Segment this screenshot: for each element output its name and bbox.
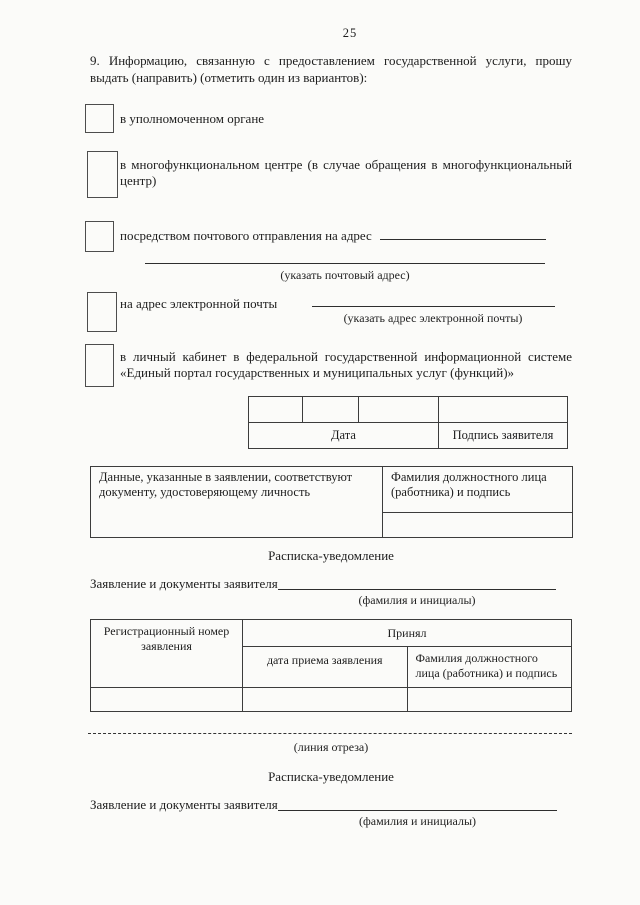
- cut-line: [88, 733, 572, 734]
- applicant-name-caption-1: (фамилия и инициалы): [358, 593, 476, 607]
- receipt-title-2: Расписка-уведомление: [268, 769, 394, 784]
- applicant-name-caption-2: (фамилия и инициалы): [358, 814, 477, 828]
- official-sign-header: Фамилия должностного лица (работника) и …: [406, 646, 572, 688]
- verification-statement: Данные, указанные в заявлении, соответст…: [90, 466, 383, 538]
- applicant-name-field-2[interactable]: [278, 798, 557, 811]
- email-address-field[interactable]: [312, 294, 555, 307]
- official-name-header: Фамилия должностного лица (работника) и …: [382, 466, 573, 513]
- checkbox-portal[interactable]: [85, 344, 114, 387]
- page-number: 25: [342, 26, 358, 40]
- accept-date-header: дата приема заявления: [242, 646, 408, 688]
- date-month-cell[interactable]: [302, 396, 359, 423]
- signature-entry-cell[interactable]: [438, 396, 568, 423]
- registration-table: Регистрационный номер заявления Принял д…: [90, 619, 572, 712]
- official-sign-cell[interactable]: [406, 687, 572, 712]
- cut-line-caption: (линия отреза): [293, 740, 369, 754]
- option-email-label: на адрес электронной почты: [120, 296, 278, 311]
- checkbox-mfc[interactable]: [87, 151, 118, 198]
- reg-number-header: Регистрационный номер заявления: [90, 619, 243, 688]
- postal-address-caption: (указать почтовый адрес): [280, 268, 410, 282]
- date-year-cell[interactable]: [358, 396, 439, 423]
- option-postal-label: посредством почтового отправления на адр…: [120, 228, 372, 243]
- date-label: Дата: [248, 422, 439, 449]
- application-docs-label-1: Заявление и документы заявителя: [90, 576, 278, 591]
- item9-text: 9. Информацию, связанную с предоставлени…: [90, 53, 572, 85]
- postal-address-field[interactable]: [379, 227, 546, 240]
- signature-label: Подпись заявителя: [438, 422, 568, 449]
- option-authorized-body-label: в уполномоченном органе: [120, 111, 265, 126]
- verification-table: Данные, указанные в заявлении, соответст…: [90, 466, 573, 538]
- checkbox-authorized-body[interactable]: [85, 104, 114, 133]
- date-signature-table: Дата Подпись заявителя: [248, 396, 568, 449]
- option-portal-label: в личный кабинет в федеральной государст…: [120, 349, 572, 380]
- application-docs-label-2: Заявление и документы заявителя: [90, 797, 278, 812]
- accepted-header: Принял: [242, 619, 572, 647]
- applicant-name-field-1[interactable]: [278, 577, 556, 590]
- checkbox-email[interactable]: [87, 292, 117, 332]
- option-mfc-label: в многофункциональном центре (в случае о…: [120, 157, 572, 188]
- date-day-cell[interactable]: [248, 396, 303, 423]
- checkbox-postal[interactable]: [85, 221, 114, 252]
- receipt-title-1: Расписка-уведомление: [268, 548, 394, 563]
- postal-address-field-line2[interactable]: [145, 251, 545, 264]
- official-signature-cell[interactable]: [382, 512, 573, 538]
- accept-date-cell[interactable]: [242, 687, 408, 712]
- email-address-caption: (указать адрес электронной почты): [343, 311, 523, 325]
- reg-number-cell[interactable]: [90, 687, 243, 712]
